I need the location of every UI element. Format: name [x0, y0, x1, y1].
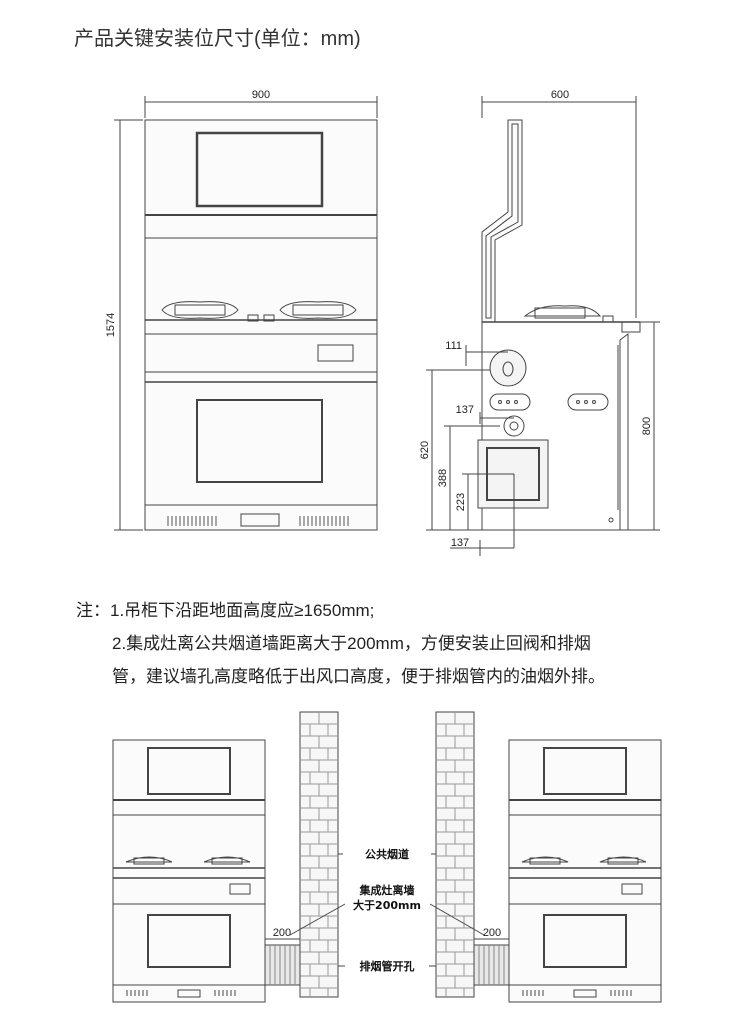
note-line-2: 2.集成灶离公共烟道墙距离大于200mm，方便安装止回阀和排烟	[112, 634, 591, 653]
dim-137-bottom: 137	[451, 537, 469, 549]
left-burner	[161, 301, 239, 319]
note-line-3: 管，建议墙孔高度略低于出风口高度，便于排烟管内的油烟外排。	[112, 667, 605, 686]
technical-drawings: 900 1574 600 800 620 388 223 111 137 137	[105, 89, 660, 556]
flue-label: 公共烟道	[365, 847, 409, 861]
side-view	[477, 102, 641, 531]
distance-label-2: 大于200mm	[353, 898, 421, 912]
dim-388: 388	[437, 469, 449, 487]
right-exhaust-pipe	[473, 944, 510, 986]
dim-front-width: 900	[252, 89, 270, 101]
dim-front-height: 1574	[105, 313, 117, 337]
front-width-dimension	[144, 96, 378, 118]
install-diagram: 公共烟道 集成灶离墙 大于200mm 排烟管开孔 200 200	[112, 711, 662, 1003]
page-title: 产品关键安装位尺寸(单位：mm)	[74, 28, 361, 50]
right-brick-wall	[435, 711, 475, 998]
dim-side-height: 800	[641, 417, 653, 435]
gap-left-label: 200	[273, 927, 291, 939]
front-view	[144, 119, 378, 531]
side-dimensions	[426, 96, 660, 556]
gap-right-label: 200	[483, 927, 501, 939]
hole-label: 排烟管开孔	[360, 959, 415, 973]
notes: 注：1.吊柜下沿距地面高度应≥1650mm; 2.集成灶离公共烟道墙距离大于20…	[76, 594, 605, 693]
right-appliance	[508, 739, 662, 1003]
left-brick-wall	[299, 711, 339, 998]
note-line-1: 注：1.吊柜下沿距地面高度应≥1650mm;	[76, 601, 375, 620]
dim-223: 223	[455, 493, 467, 511]
left-appliance	[112, 739, 266, 1003]
dim-137-top: 137	[456, 404, 474, 416]
dim-620: 620	[419, 441, 431, 459]
right-burner	[279, 301, 357, 319]
dim-side-depth: 600	[551, 89, 569, 101]
front-height-dimension	[114, 119, 143, 531]
left-exhaust-pipe	[264, 944, 301, 986]
distance-label-1: 集成灶离墙	[359, 883, 415, 897]
dim-111: 111	[445, 340, 462, 352]
